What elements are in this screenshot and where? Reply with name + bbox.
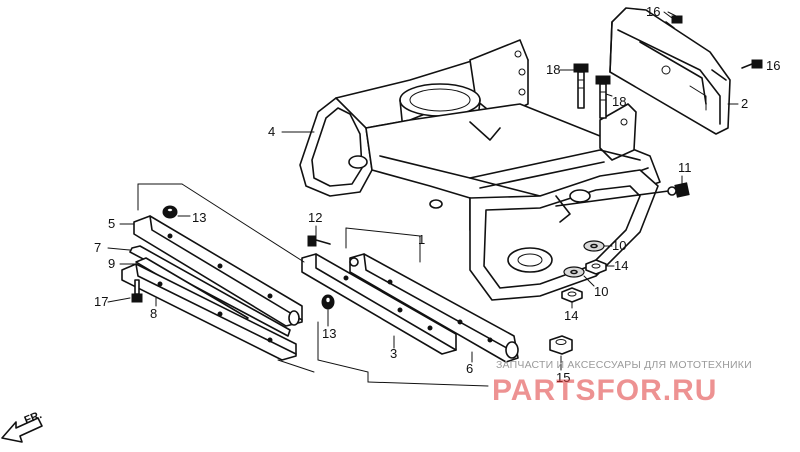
callout-17: 17 xyxy=(94,294,108,309)
bolt-17 xyxy=(131,279,143,303)
callout-12: 12 xyxy=(308,210,322,225)
bolt-12 xyxy=(307,235,331,247)
callout-11: 11 xyxy=(678,160,692,175)
nut-15 xyxy=(549,335,573,355)
bolt-16-top xyxy=(665,11,683,29)
watermark-logo: PARTSFOR.RU xyxy=(492,374,717,407)
frame-assembly xyxy=(281,39,661,301)
watermark-subtitle: ЗАПЧАСТИ И АКСЕССУАРЫ ДЛЯ МОТОТЕХНИКИ xyxy=(496,359,752,371)
nut-13-lower xyxy=(321,294,335,310)
rail-group-2 xyxy=(121,183,315,373)
callout-labels: 1 2 3 4 5 6 7 8 9 10 10 11 12 13 13 14 1… xyxy=(94,4,780,385)
leader-lines xyxy=(107,11,683,371)
callout-14-lower: 14 xyxy=(564,308,578,323)
callout-13-upper: 13 xyxy=(192,210,206,225)
bolt-18-right xyxy=(595,75,611,119)
watermark: ЗАПЧАСТИ И АКСЕССУАРЫ ДЛЯ МОТОТЕХНИКИ PA… xyxy=(492,359,752,407)
callout-1: 1 xyxy=(418,232,425,247)
callout-18-left: 18 xyxy=(546,62,560,77)
callout-16-right: 16 xyxy=(766,58,780,73)
callout-18-right: 18 xyxy=(612,94,626,109)
callout-9: 9 xyxy=(108,256,115,271)
callout-5: 5 xyxy=(108,216,115,231)
washer-10-upper xyxy=(583,240,605,252)
callout-7: 7 xyxy=(94,240,101,255)
callout-4: 4 xyxy=(268,124,275,139)
nut-13-upper xyxy=(162,205,178,219)
callout-2: 2 xyxy=(741,96,748,111)
callout-15: 15 xyxy=(556,370,570,385)
washer-10-lower xyxy=(563,266,585,278)
bolt-11 xyxy=(555,182,690,207)
callout-3: 3 xyxy=(390,346,397,361)
upper-plate xyxy=(609,7,739,135)
callout-16-top: 16 xyxy=(646,4,660,19)
nut-14-upper xyxy=(585,259,607,275)
callout-14-upper: 14 xyxy=(614,258,628,273)
bolt-18-left xyxy=(573,63,589,109)
callout-10-upper: 10 xyxy=(612,238,626,253)
rail-group-1 xyxy=(301,227,519,387)
callout-8: 8 xyxy=(150,306,157,321)
callout-10-lower: 10 xyxy=(594,284,608,299)
bolt-16-right xyxy=(741,59,763,69)
front-direction-arrow: FR. xyxy=(1,409,44,443)
callout-6: 6 xyxy=(466,361,473,376)
nut-14-lower xyxy=(561,287,583,303)
callout-13-lower: 13 xyxy=(322,326,336,341)
